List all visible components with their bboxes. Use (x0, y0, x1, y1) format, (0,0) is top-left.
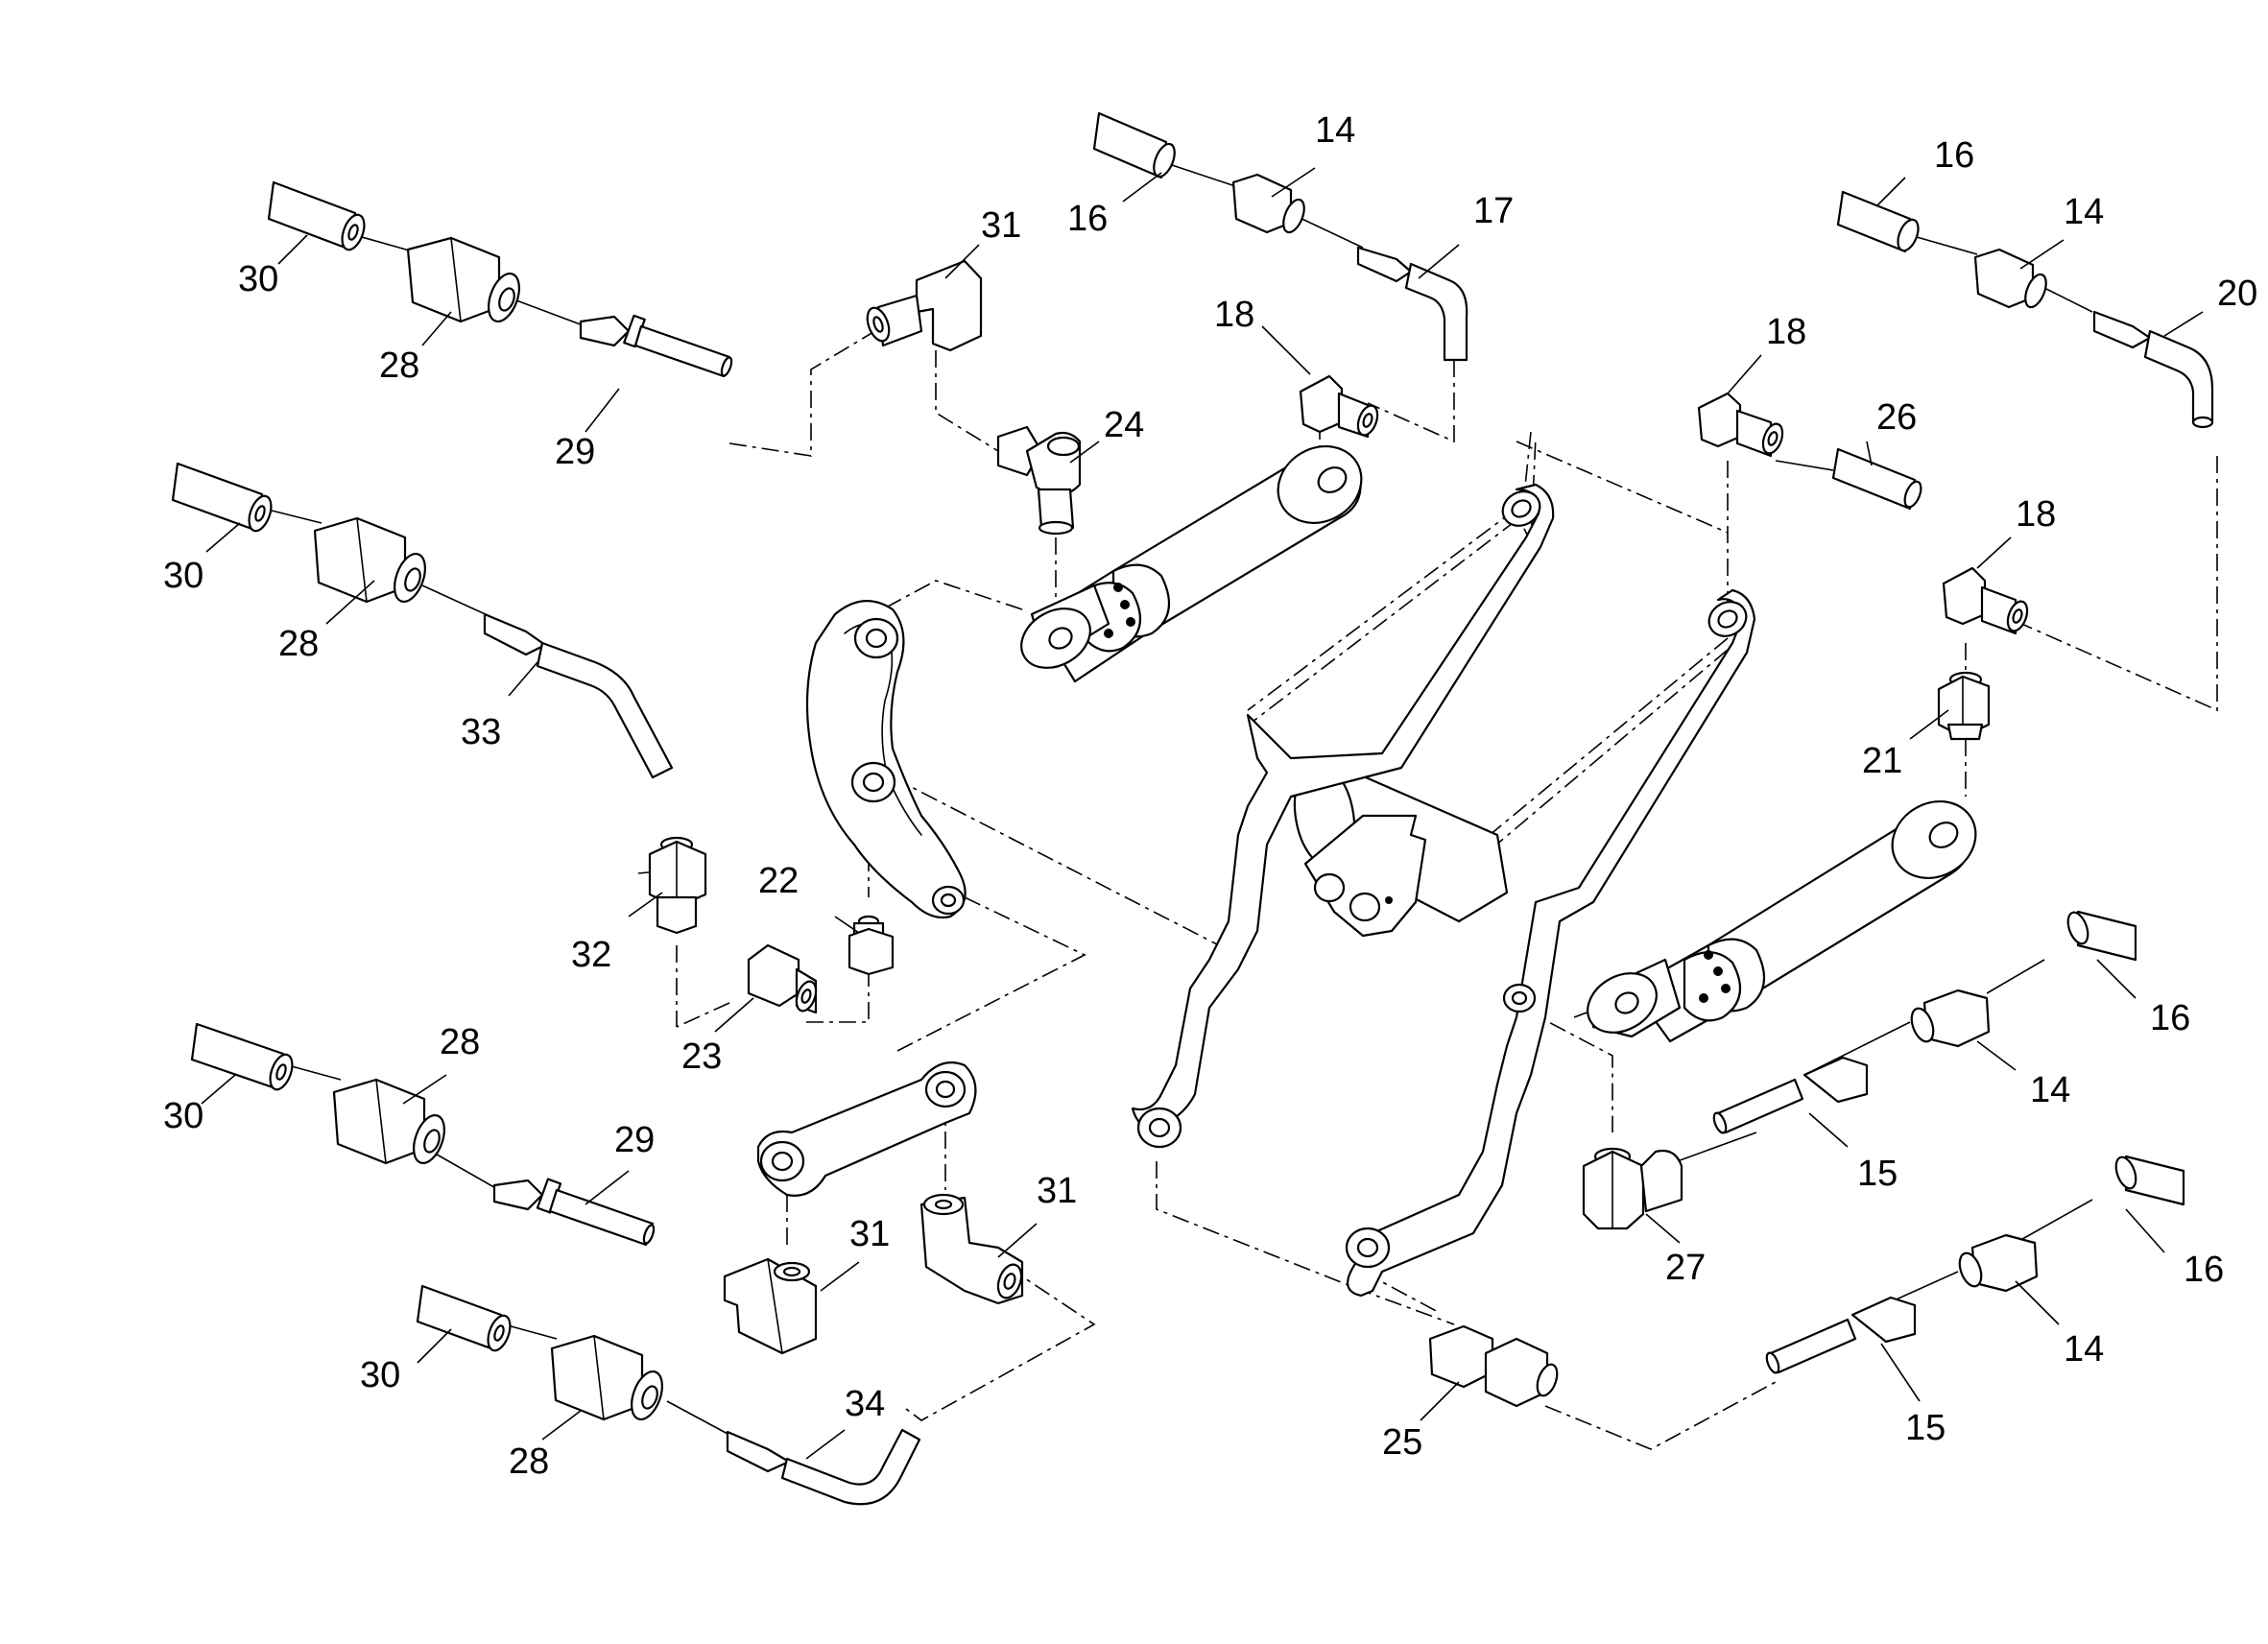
callout-23: 23 (681, 1036, 722, 1077)
callout-30: 30 (238, 259, 278, 299)
elbow-31-lower-left (723, 1257, 818, 1355)
callout-24: 24 (1104, 405, 1144, 445)
callout-27: 27 (1665, 1248, 1706, 1288)
hydraulic-cylinder-center (1020, 445, 1363, 683)
tube-16-top (1092, 111, 1176, 179)
callout-34: 34 (845, 1384, 885, 1424)
callout-28: 28 (379, 345, 419, 386)
callout-20: 20 (2217, 274, 2257, 314)
callout-14: 14 (2030, 1070, 2070, 1110)
callout-18: 18 (1214, 295, 1254, 335)
nut-28-top (406, 236, 520, 323)
hose-end-29-lower (492, 1178, 656, 1247)
elbow-18-right-lower (1942, 566, 2029, 635)
callout-25: 25 (1382, 1422, 1422, 1463)
callout-31: 31 (981, 205, 1021, 246)
hose-end-34 (726, 1428, 921, 1506)
loader-frame (1131, 483, 1756, 1298)
hose-end-17 (1356, 246, 1468, 362)
callout-15: 15 (1857, 1154, 1898, 1194)
callout-18: 18 (1766, 312, 1806, 352)
hose-end-20 (2092, 310, 2214, 429)
fitting-22 (848, 915, 895, 976)
elbow-31-lower-right (919, 1193, 1024, 1305)
elbow-18-right-upper (1697, 392, 1784, 458)
callout-leaders (201, 167, 2204, 1460)
nut-14-top-right (1973, 248, 2047, 309)
tube-16-low-right (2114, 1155, 2185, 1206)
callout-28: 28 (440, 1022, 480, 1062)
elbow-31-top (866, 259, 983, 352)
bellcrank (805, 600, 967, 919)
nut-28-lower-mid (332, 1078, 445, 1165)
callout-29: 29 (555, 432, 595, 472)
callout-15: 15 (1905, 1408, 1946, 1448)
tube-26 (1831, 447, 1922, 511)
callout-21: 21 (1862, 741, 1902, 781)
callout-30: 30 (163, 556, 203, 596)
fitting-27 (1582, 1147, 1683, 1230)
callout-labels: 30 28 29 31 24 16 14 17 18 16 14 20 18 2… (163, 110, 2257, 1482)
nut-28-upper-mid (313, 516, 426, 604)
nut-14-mid-right (1910, 989, 1991, 1048)
nut-14-low-right (1958, 1233, 2039, 1293)
tube-30-lower-mid (190, 1022, 294, 1091)
callout-28: 28 (278, 624, 319, 664)
elbow-23 (747, 943, 818, 1014)
callout-22: 22 (758, 861, 799, 901)
callout-18: 18 (2016, 494, 2056, 535)
callout-16: 16 (1934, 135, 1974, 176)
tube-30-top (267, 180, 366, 251)
callout-28: 28 (509, 1441, 549, 1482)
callout-14: 14 (1315, 110, 1355, 151)
callout-29: 29 (614, 1120, 655, 1160)
callout-33: 33 (461, 712, 501, 752)
callout-31: 31 (1037, 1171, 1077, 1211)
callout-32: 32 (571, 935, 611, 975)
callout-30: 30 (163, 1096, 203, 1136)
callout-30: 30 (360, 1355, 400, 1395)
adapter-21 (1937, 671, 1991, 741)
nut-28-bottom (550, 1334, 663, 1421)
elbow-18-center (1299, 374, 1379, 439)
callout-17: 17 (1473, 191, 1514, 231)
hose-end-15-low (1765, 1296, 1917, 1374)
callout-14: 14 (2064, 1329, 2104, 1370)
tube-16-mid-right (2066, 910, 2137, 962)
tube-16-top-right (1836, 190, 1920, 253)
tee-fitting-24 (996, 425, 1082, 536)
callout-16: 16 (2184, 1250, 2224, 1290)
union-fitting-25 (1428, 1324, 1559, 1408)
hose-end-15-mid (1712, 1056, 1869, 1134)
hydraulic-cylinder-right (1587, 800, 1977, 1043)
fitting-32 (648, 836, 707, 935)
callout-26: 26 (1876, 397, 1917, 438)
connecting-link (756, 1061, 977, 1197)
hose-end-33 (483, 612, 674, 779)
callout-16: 16 (2150, 998, 2190, 1038)
tube-30-bottom (416, 1284, 512, 1352)
callout-31: 31 (849, 1214, 890, 1254)
nut-14-top (1231, 173, 1305, 234)
tube-30-upper-mid (171, 462, 273, 533)
hose-lines (263, 162, 2093, 1436)
hose-end-29-top (579, 314, 733, 378)
callout-14: 14 (2064, 192, 2104, 232)
callout-16: 16 (1067, 199, 1108, 239)
